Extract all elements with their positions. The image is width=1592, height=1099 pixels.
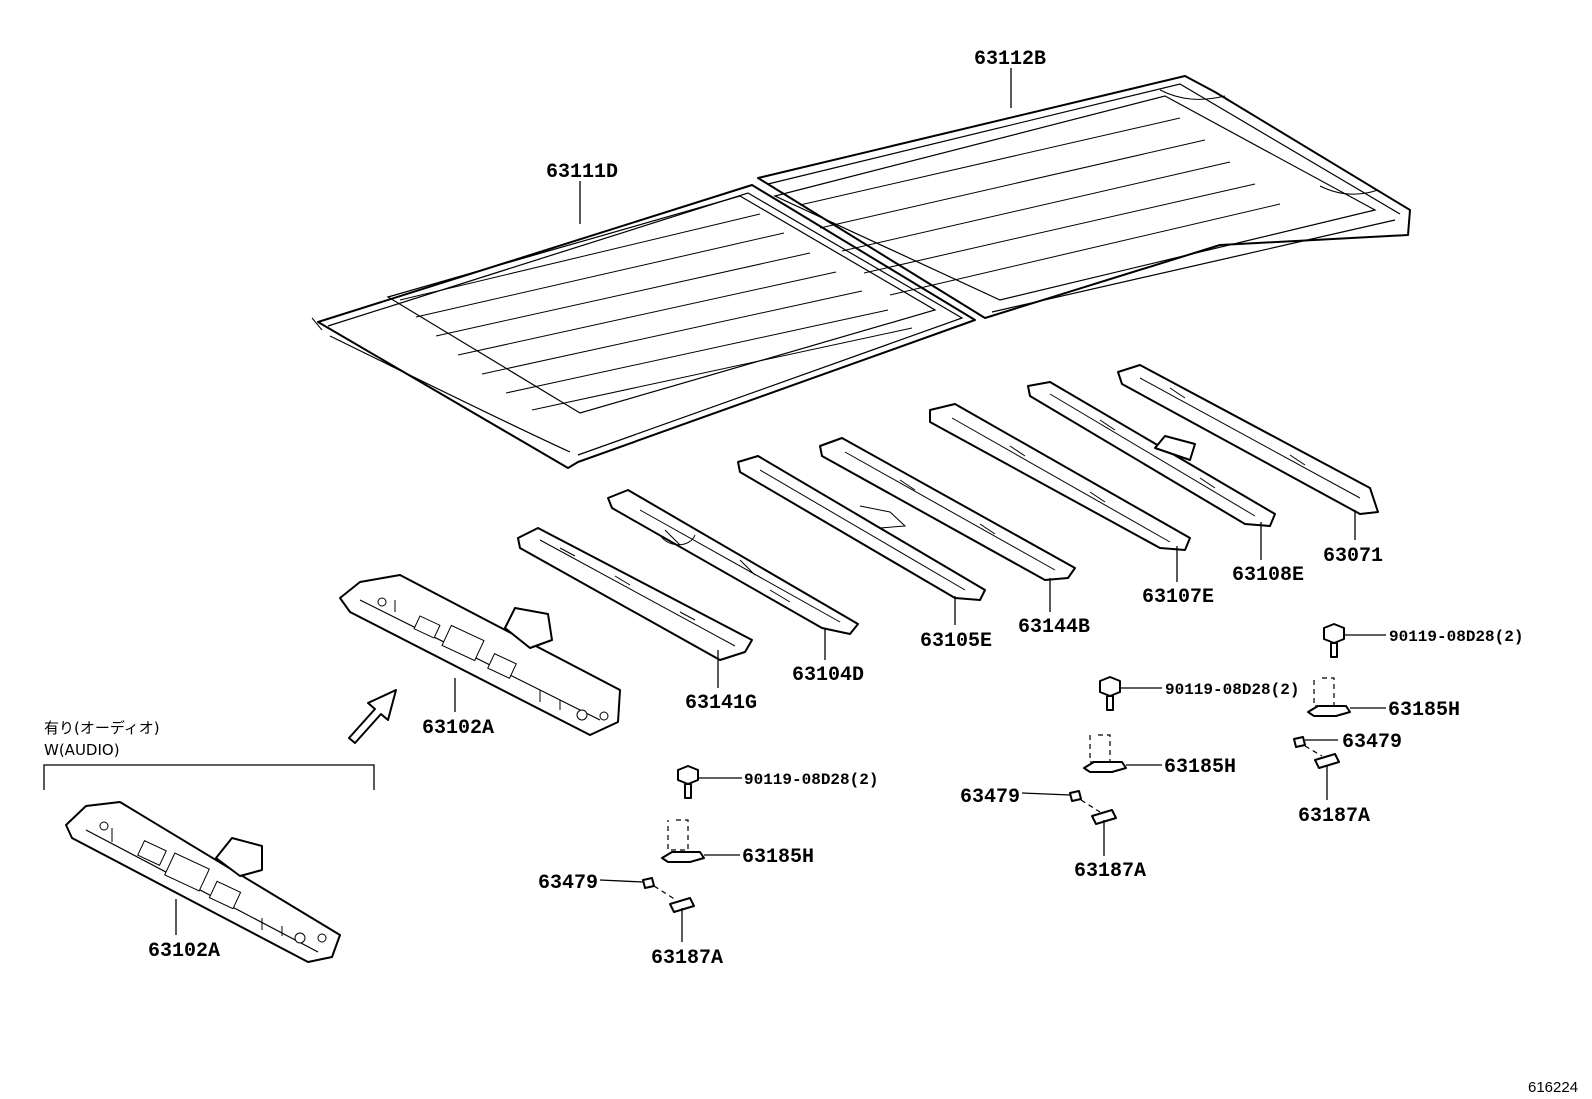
label-bow-63108E: 63108E	[1232, 564, 1304, 587]
label-front-header: 63102A	[422, 717, 494, 740]
fastener-set-middle	[1069, 676, 1127, 825]
roof-bow-63144B	[819, 437, 1076, 581]
label-retainer-right: 63187A	[1298, 805, 1370, 828]
label-roof-panel-rear: 63112B	[974, 48, 1046, 71]
audio-variant-bracket	[43, 764, 375, 790]
label-bow-63144B: 63144B	[1018, 616, 1090, 639]
label-bracket-right: 63185H	[1388, 699, 1460, 722]
label-audio-header: 63102A	[148, 940, 220, 963]
fastener-set-right	[1293, 623, 1351, 769]
label-bolt-middle: 90119-08D28(2)	[1165, 681, 1299, 699]
label-retainer-left: 63187A	[651, 947, 723, 970]
roof-panel-front	[311, 184, 976, 469]
roof-panel-rear	[757, 75, 1411, 319]
label-bracket-left: 63185H	[742, 846, 814, 869]
label-bow-63107E: 63107E	[1142, 586, 1214, 609]
leader-lines	[175, 68, 1386, 942]
label-bow-63071: 63071	[1323, 545, 1383, 568]
roof-bow-63104D	[607, 489, 859, 635]
label-clip-left: 63479	[538, 872, 598, 895]
label-bow-63104D: 63104D	[792, 664, 864, 687]
label-bracket-middle: 63185H	[1164, 756, 1236, 779]
label-retainer-middle: 63187A	[1074, 860, 1146, 883]
fastener-set-left	[642, 765, 705, 913]
roof-bow-63107E	[929, 403, 1191, 551]
label-clip-middle: 63479	[960, 786, 1020, 809]
label-bow-63141G: 63141G	[685, 692, 757, 715]
roof-bow-63108E	[1027, 381, 1276, 527]
label-bolt-right: 90119-08D28(2)	[1389, 628, 1523, 646]
install-arrow	[348, 689, 397, 744]
audio-note-english: W(AUDIO)	[44, 741, 120, 759]
label-bow-63105E: 63105E	[920, 630, 992, 653]
label-clip-right: 63479	[1342, 731, 1402, 754]
roof-bow-63105E	[737, 455, 986, 601]
front-header-panel	[339, 574, 621, 736]
figure-number: 616224	[1528, 1079, 1578, 1096]
roof-bow-63071	[1117, 364, 1379, 515]
label-roof-panel-front: 63111D	[546, 161, 618, 184]
label-bolt-left: 90119-08D28(2)	[744, 771, 878, 789]
roof-bow-63141G	[517, 527, 753, 661]
audio-note-japanese: 有り(オーディオ)	[44, 719, 160, 737]
audio-header-panel	[65, 801, 341, 963]
